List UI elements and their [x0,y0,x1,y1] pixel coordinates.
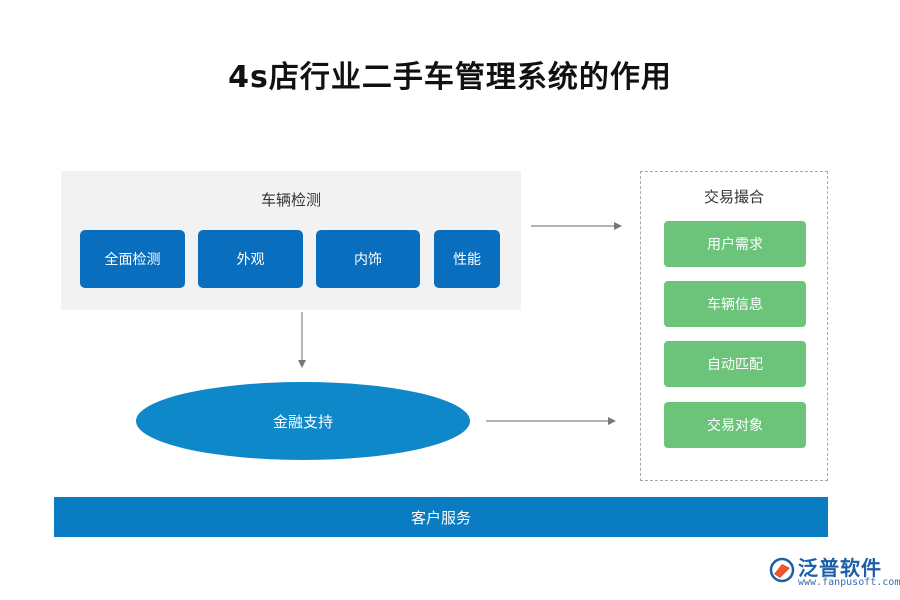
inspection-item-full: 全面检测 [80,230,185,288]
inspection-item-exterior: 外观 [198,230,303,288]
fanpu-logo: 泛普软件 www.fanpusoft.com [768,552,900,596]
matching-panel: 交易撮合 用户需求 车辆信息 自动匹配 交易对象 [640,171,828,481]
fanpu-logo-icon [769,557,795,583]
inspection-panel: 车辆检测 全面检测 外观 内饰 性能 [61,171,521,310]
matching-item-counterparty: 交易对象 [664,402,806,448]
logo-name: 泛普软件 [798,556,882,580]
finance-ellipse: 金融支持 [136,382,470,460]
matching-item-demand: 用户需求 [664,221,806,267]
service-bar: 客户服务 [54,497,828,537]
matching-item-auto-match: 自动匹配 [664,341,806,387]
logo-url: www.fanpusoft.com [798,577,900,588]
matching-title: 交易撮合 [703,188,764,206]
inspection-item-interior: 内饰 [316,230,420,288]
finance-label: 金融支持 [272,412,333,431]
inspection-item-performance: 性能 [434,230,500,288]
page-title: 4s店行业二手车管理系统的作用 [228,60,672,95]
matching-item-vehicle-info: 车辆信息 [664,281,806,327]
inspection-title: 车辆检测 [260,191,321,209]
